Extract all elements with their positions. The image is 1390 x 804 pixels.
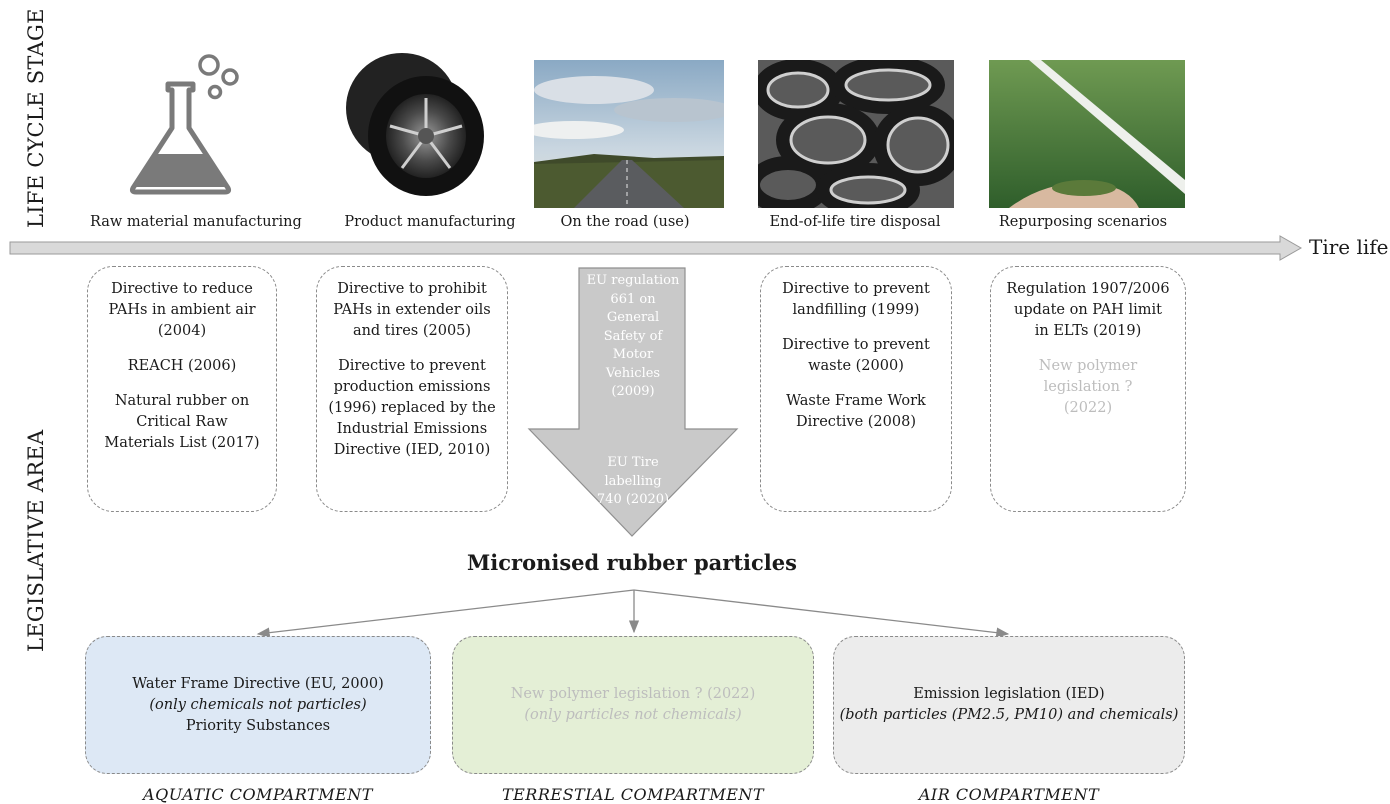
legislation-item: REACH (2006)	[127, 358, 237, 374]
stage-label-on-the-road: On the road (use)	[560, 214, 690, 230]
down-arrow	[527, 267, 739, 537]
air-compartment-label: AIR COMPARTMENT	[918, 785, 1100, 804]
branch-arrows	[256, 589, 1010, 638]
tire-photo	[346, 53, 484, 196]
legislation-item: Natural rubber on Critical Raw Materials…	[104, 393, 260, 451]
arrow-text-tire-labelling: EU Tire labelling 740 (2020)	[596, 455, 670, 507]
terrestial-line-2: (only particles not chemicals)	[524, 707, 742, 723]
legislation-item: Regulation 1907/2006 update on PAH limit…	[1006, 281, 1170, 339]
life-cycle-stage-label: LIFE CYCLE STAGE	[24, 8, 48, 228]
micronised-rubber-title: Micronised rubber particles	[467, 550, 797, 575]
aquatic-line-3: Priority Substances	[185, 717, 331, 734]
aquatic-line-2: (only chemicals not particles)	[149, 696, 367, 713]
terrestial-compartment-label: TERRESTIAL COMPARTMENT	[501, 785, 765, 804]
air-line-1: Emission legislation (IED)	[913, 686, 1105, 702]
timeline-arrow	[9, 235, 1303, 261]
air-line-2: (both particles (PM2.5, PM10) and chemic…	[839, 707, 1179, 723]
tire-pile-photo	[758, 60, 954, 208]
aquatic-compartment-box: Water Frame Directive (EU, 2000) (only c…	[85, 636, 431, 774]
terrestial-compartment-box: New polymer legislation ? (2022) (only p…	[452, 636, 814, 774]
arrow-text-regulation-661: EU regulation 661 on General Safety of M…	[586, 273, 680, 399]
legislation-item: Directive to reduce PAHs in ambient air …	[108, 281, 256, 339]
legislation-item: Directive to prevent waste (2000)	[782, 337, 930, 374]
legislation-box-end-of-life: Directive to prevent landfilling (1999) …	[760, 266, 952, 512]
air-compartment-box: Emission legislation (IED) (both particl…	[833, 636, 1185, 774]
stage-label-end-of-life: End-of-life tire disposal	[769, 214, 941, 230]
road-photo	[534, 60, 724, 208]
stage-label-raw-material: Raw material manufacturing	[90, 214, 302, 230]
aquatic-compartment-label: AQUATIC COMPARTMENT	[143, 785, 373, 804]
tire-life-label: Tire life	[1309, 235, 1389, 259]
legislation-box-raw-material: Directive to reduce PAHs in ambient air …	[87, 266, 277, 512]
legislation-item: Directive to prohibit PAHs in extender o…	[333, 281, 491, 339]
flask-icon	[129, 54, 239, 195]
legislation-box-product-manufacturing: Directive to prohibit PAHs in extender o…	[316, 266, 508, 512]
legislation-item: Waste Frame Work Directive (2008)	[786, 393, 926, 430]
legislation-item: Directive to prevent landfilling (1999)	[782, 281, 930, 318]
stage-label-repurposing: Repurposing scenarios	[998, 214, 1168, 230]
terrestial-line-1: New polymer legislation ? (2022)	[510, 686, 756, 702]
artificial-turf-photo	[989, 60, 1185, 208]
stage-label-product-manufacturing: Product manufacturing	[344, 214, 516, 230]
legislation-item-faded: New polymer legislation ? (2022)	[1038, 358, 1138, 416]
legislation-box-repurposing: Regulation 1907/2006 update on PAH limit…	[990, 266, 1186, 512]
aquatic-line-1: Water Frame Directive (EU, 2000)	[132, 675, 384, 692]
legislation-item: Directive to prevent production emission…	[328, 358, 496, 458]
